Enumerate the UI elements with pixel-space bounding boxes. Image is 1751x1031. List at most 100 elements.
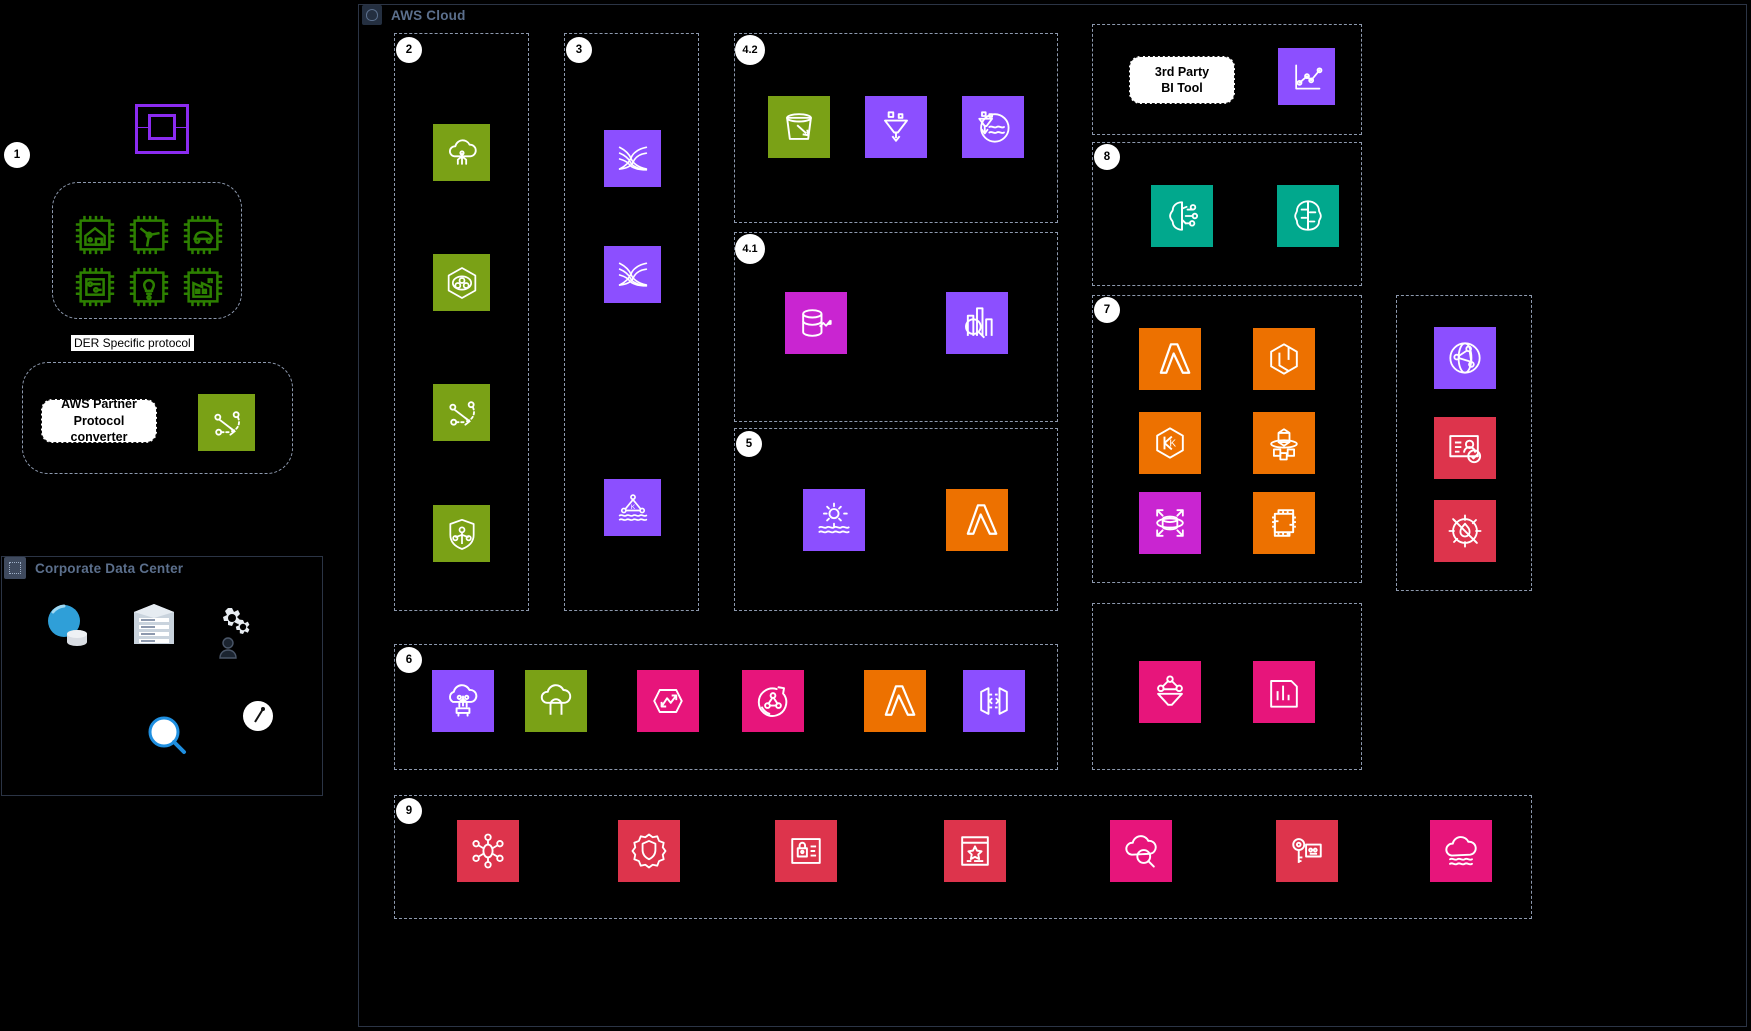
corporate-data-center-boundary: [1, 556, 323, 796]
lake-formation-icon: [978, 111, 1010, 143]
iot-sitewise-icon: [447, 266, 476, 299]
cloudwatch-metrics-icon: [1157, 675, 1183, 706]
aws-partner-converter-label: AWS Partner Protocol converter: [61, 397, 137, 445]
quicksight-tile[interactable]: [1278, 48, 1335, 105]
lambda-icon: [884, 685, 916, 716]
cognito-tile[interactable]: [525, 670, 587, 732]
timestream-tile[interactable]: [785, 292, 847, 354]
appsync-tile[interactable]: [963, 670, 1025, 732]
eventbridge-icon: [757, 686, 788, 717]
key-management-service-tile[interactable]: [1276, 820, 1338, 882]
aws-partner-converter-callout: AWS Partner Protocol converter: [41, 397, 157, 445]
svg-text:K: K: [1169, 439, 1176, 450]
vpc-networking-tile[interactable]: [1434, 327, 1496, 389]
fargate-tile[interactable]: [1253, 412, 1315, 474]
iam-identity-center-icon: [1449, 435, 1482, 464]
ec2-icon: [1272, 509, 1296, 537]
lambda-tile-section6[interactable]: [864, 670, 926, 732]
cloudtrail-tile[interactable]: [1110, 820, 1172, 882]
badge-4-2: 4.2: [735, 35, 765, 65]
elastic-container-service-tile[interactable]: [1253, 328, 1315, 390]
ec2-tile[interactable]: [1253, 492, 1315, 554]
partner-converter-group: [22, 362, 293, 474]
cognito-icon: [540, 684, 572, 715]
kinesis-data-streams-tile-1[interactable]: [604, 130, 661, 187]
guardduty-tile[interactable]: [618, 820, 680, 882]
third-party-bi-label: 3rd Party BI Tool: [1154, 64, 1210, 96]
lambda-tile-section5[interactable]: [946, 489, 1008, 551]
aws-cloud-label-text: AWS Cloud: [391, 7, 466, 23]
magnifier-icon: [146, 714, 188, 761]
security-hub-tile[interactable]: [457, 820, 519, 882]
api-gateway-tile[interactable]: [432, 670, 494, 732]
iot-greengrass-converter-tile[interactable]: [198, 394, 255, 451]
section-6-group: [394, 644, 1058, 770]
section-4-2-group: [734, 33, 1058, 223]
secrets-manager-icon: [791, 838, 821, 864]
bedrock-icon: [1294, 200, 1322, 231]
timestream-icon: [802, 309, 832, 337]
waf-firewall-tile[interactable]: [1434, 500, 1496, 562]
iot-device-electric-vehicle-icon: [180, 212, 226, 258]
glue-tile[interactable]: [865, 96, 927, 158]
section-8-group: [1092, 142, 1362, 286]
third-party-bi-callout: 3rd Party BI Tool: [1129, 56, 1235, 104]
elastic-kubernetes-service-tile[interactable]: K: [1139, 412, 1201, 474]
iot-device-controller-icon: [72, 264, 118, 310]
cloudwatch-dashboard-tile[interactable]: [1253, 661, 1315, 723]
corporate-data-center-label-text: Corporate Data Center: [35, 560, 184, 576]
iam-identity-center-tile[interactable]: [1434, 417, 1496, 479]
badge-5: 5: [736, 431, 762, 457]
iot-sitewise-tile[interactable]: [433, 254, 490, 311]
sagemaker-tile[interactable]: [1151, 185, 1213, 247]
step-functions-icon: [653, 689, 683, 713]
secrets-manager-tile[interactable]: [775, 820, 837, 882]
appsync-icon: [980, 687, 1008, 715]
corporate-data-center-label: Corporate Data Center: [4, 557, 183, 579]
lake-formation-tile[interactable]: [962, 96, 1024, 158]
audit-manager-tile[interactable]: [944, 820, 1006, 882]
aurora-serverless-tile[interactable]: [1139, 492, 1201, 554]
aws-cloud-boundary: [358, 4, 1747, 1027]
waf-firewall-icon: [1448, 514, 1482, 548]
bedrock-tile[interactable]: [1277, 185, 1339, 247]
glue-icon: [884, 111, 908, 142]
s3-bucket-tile[interactable]: [768, 96, 830, 158]
gauge-icon: [242, 700, 274, 737]
managed-kafka-icon: K: [618, 493, 647, 521]
kinesis-data-analytics-tile[interactable]: [803, 489, 865, 551]
svg-text:K: K: [630, 503, 635, 510]
badge-3: 3: [566, 37, 592, 63]
kinesis-data-streams-icon: [618, 146, 647, 171]
lambda-icon: [1159, 343, 1191, 374]
cloudwatch-dashboard-icon: [1270, 680, 1298, 708]
section-9-group: [394, 795, 1532, 919]
section-4-1-group: [734, 232, 1058, 422]
s3-bucket-icon: [786, 113, 812, 140]
iot-device-lightbulb-icon: [126, 264, 172, 310]
kinesis-data-streams-tile-2[interactable]: [604, 246, 661, 303]
eventbridge-tile[interactable]: [742, 670, 804, 732]
iot-core-tile[interactable]: [433, 124, 490, 181]
iot-device-defender-tile[interactable]: [433, 505, 490, 562]
cloud-security-icon: [1445, 836, 1477, 866]
iot-device-home-icon: [72, 212, 118, 258]
managed-kafka-tile[interactable]: K: [604, 479, 661, 536]
badge-9: 9: [396, 798, 422, 824]
cloudwatch-metrics-tile[interactable]: [1139, 661, 1201, 723]
elastic-container-service-icon: [1270, 343, 1298, 375]
aurora-serverless-icon: [1156, 509, 1184, 537]
kinesis-data-analytics-icon: [818, 502, 850, 534]
badge-6: 6: [396, 647, 422, 673]
aws-cloud-icon: [362, 5, 382, 25]
section-7-group: [1092, 295, 1362, 583]
cloud-security-tile[interactable]: [1430, 820, 1492, 882]
vpc-networking-icon: [1449, 342, 1481, 374]
athena-tile[interactable]: [946, 292, 1008, 354]
lambda-tile-section7[interactable]: [1139, 328, 1201, 390]
step-functions-tile[interactable]: [637, 670, 699, 732]
iot-device-wind-turbine-icon: [126, 212, 172, 258]
observability-group: [1092, 603, 1362, 770]
der-devices-group: [52, 182, 242, 319]
iot-greengrass-tile[interactable]: [433, 384, 490, 441]
